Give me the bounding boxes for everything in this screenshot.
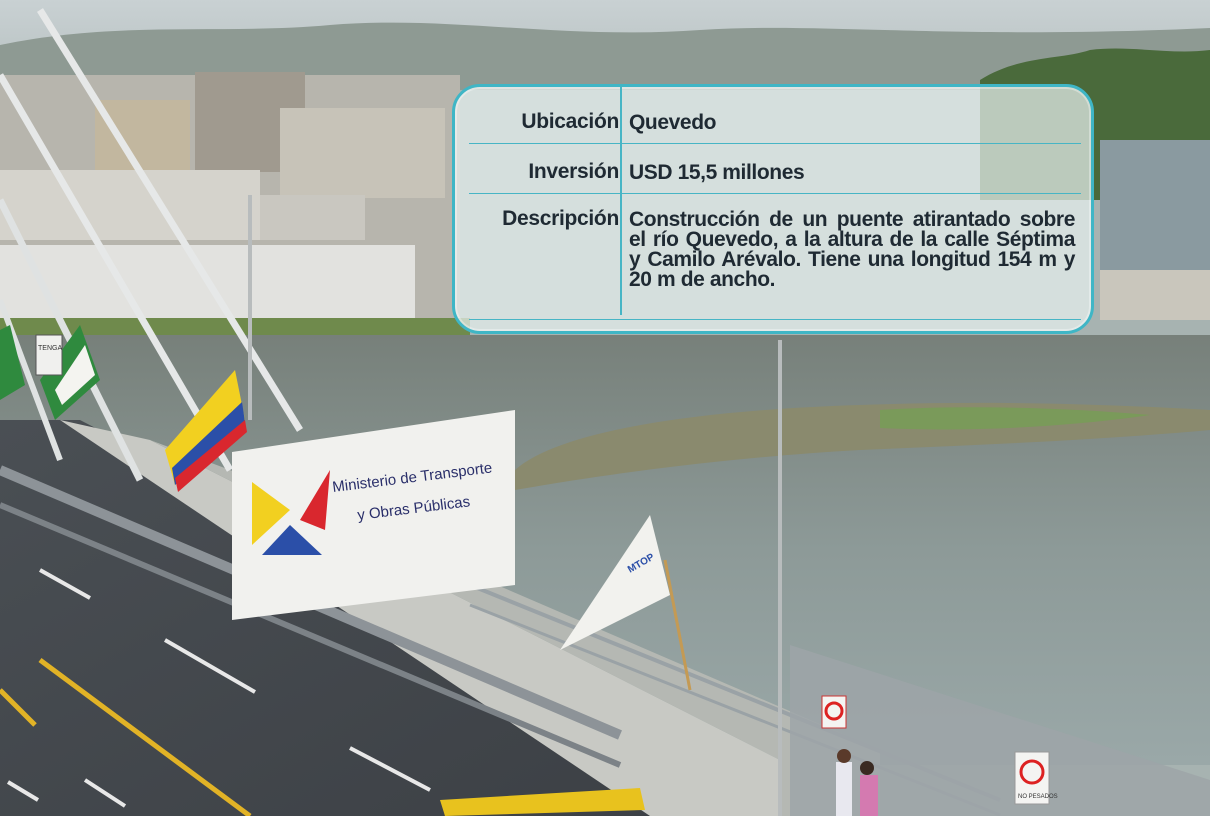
column-divider	[620, 87, 622, 315]
value-location: Quevedo	[629, 111, 717, 134]
label-location: Ubicación	[521, 110, 619, 133]
value-investment: USD 15,5 millones	[629, 161, 805, 184]
row-description: Descripción Construcción de un puente at…	[469, 195, 1081, 320]
row-location: Ubicación Quevedo	[469, 101, 1081, 144]
info-table: Ubicación Quevedo Inversión USD 15,5 mil…	[455, 87, 1091, 331]
value-description: Construcción de un puente atirantado sob…	[629, 208, 1075, 291]
label-investment: Inversión	[528, 160, 619, 183]
label-description: Descripción	[502, 207, 619, 230]
row-investment: Inversión USD 15,5 millones	[469, 145, 1081, 194]
project-info-card: Ubicación Quevedo Inversión USD 15,5 mil…	[452, 84, 1094, 334]
left-sign-text: TENGA	[38, 345, 62, 352]
no-heavy-sign-text: NO PESADOS	[1018, 794, 1058, 800]
